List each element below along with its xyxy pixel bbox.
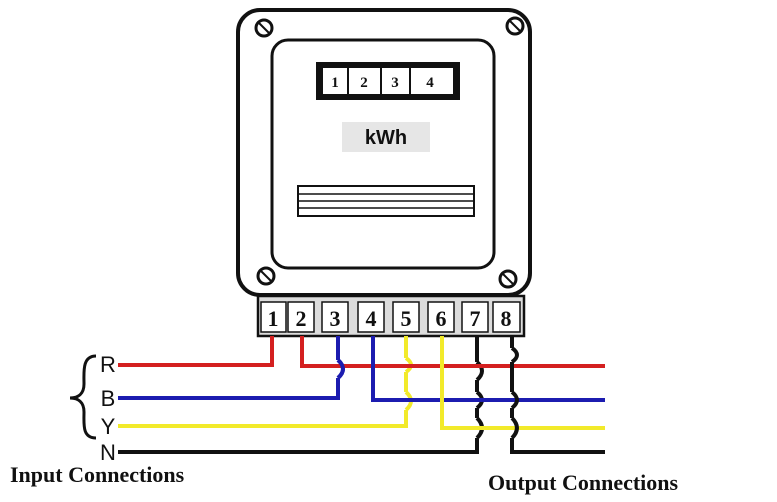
phase-label: N — [100, 440, 116, 465]
screw-top-left — [254, 18, 274, 38]
wire-n-hop-3 — [475, 360, 484, 382]
screw-bottom-left — [256, 266, 276, 286]
output-connections-caption: Output Connections — [488, 470, 679, 495]
terminal-number: 1 — [268, 306, 279, 331]
terminal-block: 1 2 3 4 5 6 7 8 — [256, 294, 526, 338]
wire-n-out-hop-1 — [510, 346, 519, 364]
counter-digit: 3 — [391, 75, 399, 91]
terminal-number: 7 — [470, 306, 481, 331]
counter-display: 1 2 3 4 — [316, 62, 460, 100]
phase-label: Y — [101, 414, 116, 439]
terminal-number: 2 — [296, 306, 307, 331]
screw-top-right — [505, 16, 525, 36]
counter-digit: 2 — [360, 75, 368, 91]
wire-b-input — [118, 336, 340, 400]
terminal-number: 6 — [436, 306, 447, 331]
unit-label-text: kWh — [365, 127, 407, 149]
phase-label: B — [101, 386, 116, 411]
screw-bottom-right — [498, 269, 518, 289]
wire-b-hop-over — [336, 358, 345, 380]
wire-n-output — [510, 336, 605, 454]
wire-n-input — [118, 336, 479, 454]
phase-brace — [69, 354, 97, 440]
counter-digit: 1 — [331, 75, 339, 91]
wire-b-output — [371, 336, 605, 402]
wire-y-input — [118, 336, 408, 428]
terminal-number: 3 — [330, 306, 341, 331]
terminal-number: 5 — [401, 306, 412, 331]
wire-r-output — [300, 336, 605, 368]
input-connections-caption: Input Connections — [10, 462, 185, 487]
wire-r-input — [118, 336, 274, 367]
meter-body — [236, 8, 532, 297]
phase-label: R — [100, 352, 116, 377]
wire-n-out-hop-2 — [510, 390, 519, 410]
nameplate — [297, 185, 475, 217]
wire-n-out-hop-3 — [510, 416, 519, 440]
counter-digit: 4 — [426, 75, 434, 91]
wire-y-output — [440, 336, 605, 430]
terminal-number: 4 — [366, 306, 377, 331]
terminal-number: 8 — [501, 306, 512, 331]
unit-label: kWh — [342, 122, 430, 152]
